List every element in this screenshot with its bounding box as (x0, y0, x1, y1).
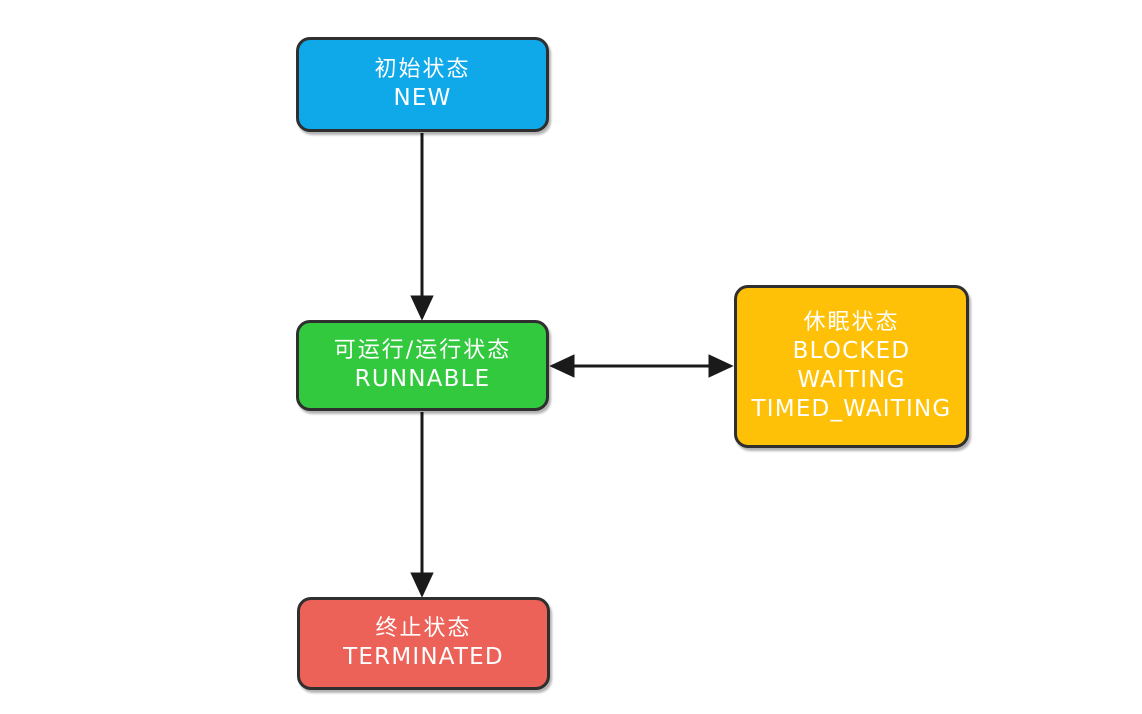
node-blocked-label-en-waiting: WAITING (797, 367, 906, 394)
node-blocked[interactable]: 休眠状态 BLOCKED WAITING TIMED_WAITING (734, 285, 969, 448)
node-terminated-label-cn: 终止状态 (375, 616, 472, 642)
node-terminated-label-en: TERMINATED (343, 644, 504, 671)
node-new-label-en: NEW (393, 85, 452, 112)
node-runnable-label-en: RUNNABLE (354, 366, 491, 393)
node-blocked-label-en-timed-waiting: TIMED_WAITING (751, 395, 952, 422)
node-blocked-label-en-blocked: BLOCKED (792, 338, 911, 365)
node-new-label-cn: 初始状态 (374, 57, 471, 83)
node-new[interactable]: 初始状态 NEW (296, 37, 549, 132)
node-runnable[interactable]: 可运行/运行状态 RUNNABLE (296, 320, 549, 411)
node-runnable-label-cn: 可运行/运行状态 (333, 338, 512, 364)
node-terminated[interactable]: 终止状态 TERMINATED (297, 597, 550, 690)
node-blocked-label-cn: 休眠状态 (803, 310, 900, 336)
